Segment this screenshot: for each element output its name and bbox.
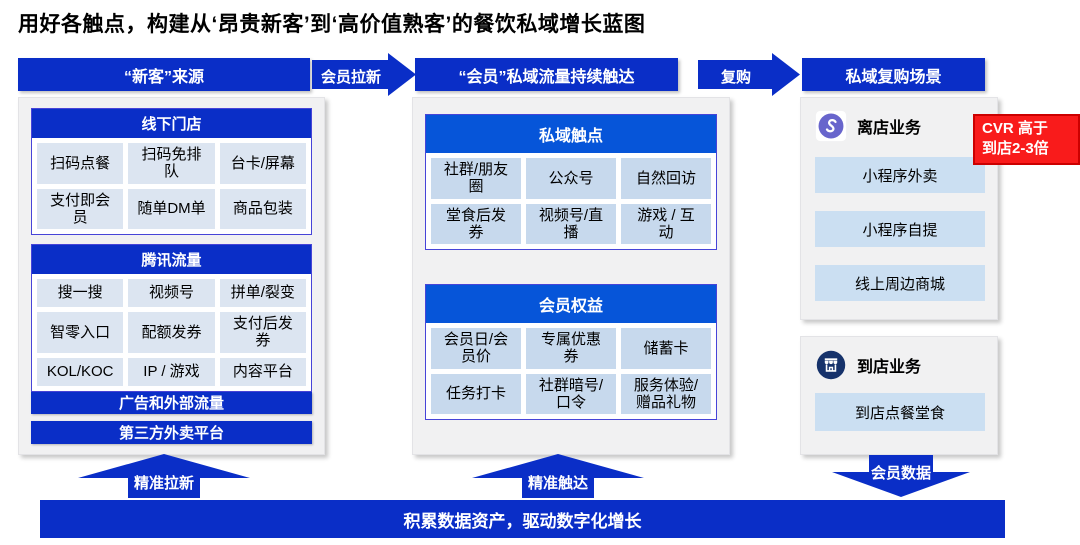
section-title: 线下门店 <box>32 109 311 138</box>
benefit-cell: 社群暗号/口令 <box>526 373 616 414</box>
touchpoint-cell: KOL/KOC <box>37 357 124 386</box>
touchpoint-cell: 自然回访 <box>621 158 711 199</box>
offstore-title: 离店业务 <box>857 120 922 137</box>
cvr-badge-line1: CVR 高于 <box>982 120 1048 137</box>
offstore-cell: 小程序外卖 <box>815 157 985 193</box>
up-arrow-icon <box>472 454 644 498</box>
section-title: 腾讯流量 <box>32 245 311 274</box>
storefront-icon <box>815 349 847 381</box>
benefit-cell: 会员日/会员价 <box>431 328 521 369</box>
col2-header: “会员”私域流量持续触达 <box>415 58 678 91</box>
touchpoint-cell: 台卡/屏幕 <box>219 143 306 184</box>
right-arrow-icon <box>698 53 800 96</box>
data-asset-bar: 积累数据资产，驱动数字化增长 <box>40 500 1005 538</box>
arrow-label: 精准拉新 <box>133 475 194 492</box>
member-benefits-section: 会员权益 会员日/会员价 专属优惠券 储蓄卡 任务打卡 社群暗号/口令 服务体验… <box>425 284 717 420</box>
arrow-label: 复购 <box>720 69 751 86</box>
touchpoint-cell: 搜一搜 <box>37 279 124 307</box>
instore-business-card: 到店业务 到店点餐堂食 <box>800 336 998 455</box>
benefit-cell: 服务体验/赠品礼物 <box>621 373 711 414</box>
touchpoint-cell: 拼单/裂变 <box>219 279 306 307</box>
arrow-label: 会员拉新 <box>320 69 381 86</box>
arrow-repurchase: 复购 <box>698 53 800 96</box>
instore-cell: 到店点餐堂食 <box>815 393 985 431</box>
offstore-cell: 小程序自提 <box>815 211 985 247</box>
member-reach-card: 私域触点 社群/朋友圈 公众号 自然回访 堂食后发券 视频号/直播 游戏 / 互… <box>412 97 730 455</box>
benefit-cell: 储蓄卡 <box>621 328 711 369</box>
col3-header: 私域复购场景 <box>802 58 985 91</box>
touchpoint-cell: 视频号 <box>128 279 215 307</box>
tencent-traffic-section: 腾讯流量 搜一搜 视频号 拼单/裂变 智零入口 配额发券 支付后发券 KOL/K… <box>31 244 312 392</box>
private-touchpoints-section: 私域触点 社群/朋友圈 公众号 自然回访 堂食后发券 视频号/直播 游戏 / 互… <box>425 114 717 250</box>
touchpoint-cell: 支付即会员 <box>37 188 124 229</box>
touchpoint-cell: 社群/朋友圈 <box>431 158 521 199</box>
arrow-label: 精准触达 <box>527 475 588 492</box>
touchpoint-cell: 随单DM单 <box>128 188 215 229</box>
touchpoint-cell: IP / 游戏 <box>128 357 215 386</box>
section-title: 会员权益 <box>426 285 716 323</box>
touchpoint-cell: 堂食后发券 <box>431 203 521 244</box>
arrow-label: 会员数据 <box>870 465 931 482</box>
offstore-cell: 线上周边商城 <box>815 265 985 301</box>
section-title: 私域触点 <box>426 115 716 153</box>
touchpoint-cell: 视频号/直播 <box>526 203 616 244</box>
arrow-member-data: 会员数据 <box>832 455 970 497</box>
instore-title: 到店业务 <box>857 359 922 376</box>
down-arrow-icon <box>832 455 970 497</box>
touchpoint-cell: 扫码点餐 <box>37 143 124 184</box>
up-arrow-icon <box>78 454 250 498</box>
miniprogram-icon <box>815 110 847 142</box>
touchpoint-cell: 商品包装 <box>219 188 306 229</box>
offstore-business-card: 离店业务 小程序外卖 小程序自提 线上周边商城 <box>800 97 998 320</box>
touchpoint-cell: 支付后发券 <box>219 312 306 353</box>
touchpoint-cell: 配额发券 <box>128 312 215 353</box>
touchpoint-cell: 智零入口 <box>37 312 124 353</box>
touchpoint-cell: 公众号 <box>526 158 616 199</box>
arrow-member-acquisition: 会员拉新 <box>312 53 416 96</box>
benefit-cell: 任务打卡 <box>431 373 521 414</box>
benefit-cell: 专属优惠券 <box>526 328 616 369</box>
touchpoint-cell: 扫码免排队 <box>128 143 215 184</box>
ads-external-traffic-bar: 广告和外部流量 <box>31 391 312 415</box>
page-title: 用好各触点，构建从‘昂贵新客’到‘高价值熟客’的餐饮私域增长蓝图 <box>18 13 646 36</box>
cvr-badge-line2: 到店2-3倍 <box>982 140 1049 158</box>
touchpoint-cell: 游戏 / 互动 <box>621 203 711 244</box>
third-party-delivery-bar: 第三方外卖平台 <box>31 421 312 444</box>
touchpoint-cell: 内容平台 <box>219 357 306 386</box>
cvr-badge: CVR 高于 到店2-3倍 <box>973 114 1080 165</box>
arrow-precise-acquisition: 精准拉新 <box>78 454 250 498</box>
right-arrow-icon <box>312 53 416 96</box>
new-customer-sources-card: 线下门店 扫码点餐 扫码免排队 台卡/屏幕 支付即会员 随单DM单 商品包装 腾… <box>18 97 325 455</box>
offline-store-section: 线下门店 扫码点餐 扫码免排队 台卡/屏幕 支付即会员 随单DM单 商品包装 <box>31 108 312 235</box>
col1-header: “新客”来源 <box>18 58 310 91</box>
arrow-precise-reach: 精准触达 <box>472 454 644 498</box>
